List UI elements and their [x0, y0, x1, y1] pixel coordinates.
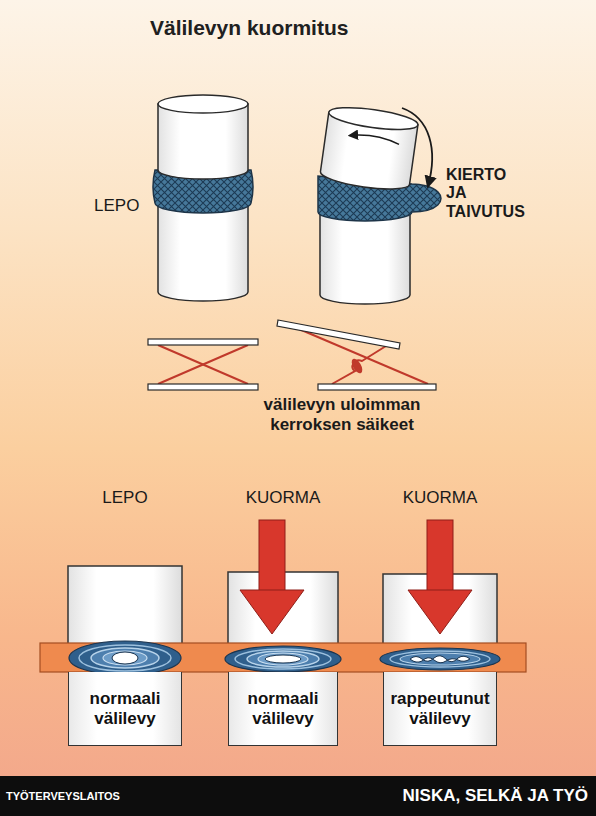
part-label: KUORMA — [246, 488, 321, 508]
part-label: LEPO — [102, 488, 147, 508]
part-label: LEPO — [94, 196, 139, 216]
vertebra-rest — [153, 95, 253, 301]
disc-caption: normaali välilevy — [248, 689, 319, 727]
bend-arrow — [402, 108, 432, 186]
vertebra-body — [158, 205, 248, 301]
end-plate — [277, 320, 400, 349]
rotation-arrow — [349, 133, 399, 144]
part-label: välilevyn uloimman kerroksen säikeet — [222, 395, 462, 434]
footer-band: TYÖTERVEYSLAITOS NISKA, SELKÄ JA TYÖ — [0, 776, 596, 816]
fibre-torn — [332, 346, 386, 384]
load-arrow — [240, 520, 304, 634]
vertebra-top — [158, 95, 248, 113]
load-arrow — [408, 520, 472, 634]
poster-title: Välilevyn kuormitus — [150, 16, 348, 40]
end-plate — [148, 384, 258, 390]
end-plate — [148, 339, 258, 345]
part-label: KUORMA — [403, 488, 478, 508]
vertebra-top — [328, 103, 420, 133]
part-label: KIERTO JA TAIVUTUS — [446, 166, 525, 221]
vertebra-bent — [318, 103, 441, 304]
vertebra-section — [68, 566, 182, 644]
vertebra-body — [320, 212, 410, 304]
vertebra-box: rappeutunut välilevy — [383, 672, 497, 746]
fibre-damage — [350, 357, 365, 375]
vertebra-box: normaali välilevy — [68, 672, 182, 746]
disc-degenerated — [380, 648, 500, 670]
fibre-stretched — [277, 320, 436, 390]
disc-caption: normaali välilevy — [90, 689, 161, 727]
disc-normal-loaded — [225, 646, 341, 672]
footer-text: NISKA, SELKÄ JA TYÖ — [403, 786, 588, 806]
footer-text: TYÖTERVEYSLAITOS — [6, 790, 120, 802]
disc-caption: rappeutunut välilevy — [390, 689, 489, 727]
end-plate — [318, 384, 436, 390]
fibre — [158, 345, 248, 384]
fibre — [292, 326, 428, 384]
vertebra-box: normaali välilevy — [228, 672, 338, 746]
disc-normal-rest — [69, 641, 181, 675]
fibre-rest — [148, 339, 258, 390]
vertebra-body — [158, 104, 248, 179]
fibre — [158, 345, 248, 384]
